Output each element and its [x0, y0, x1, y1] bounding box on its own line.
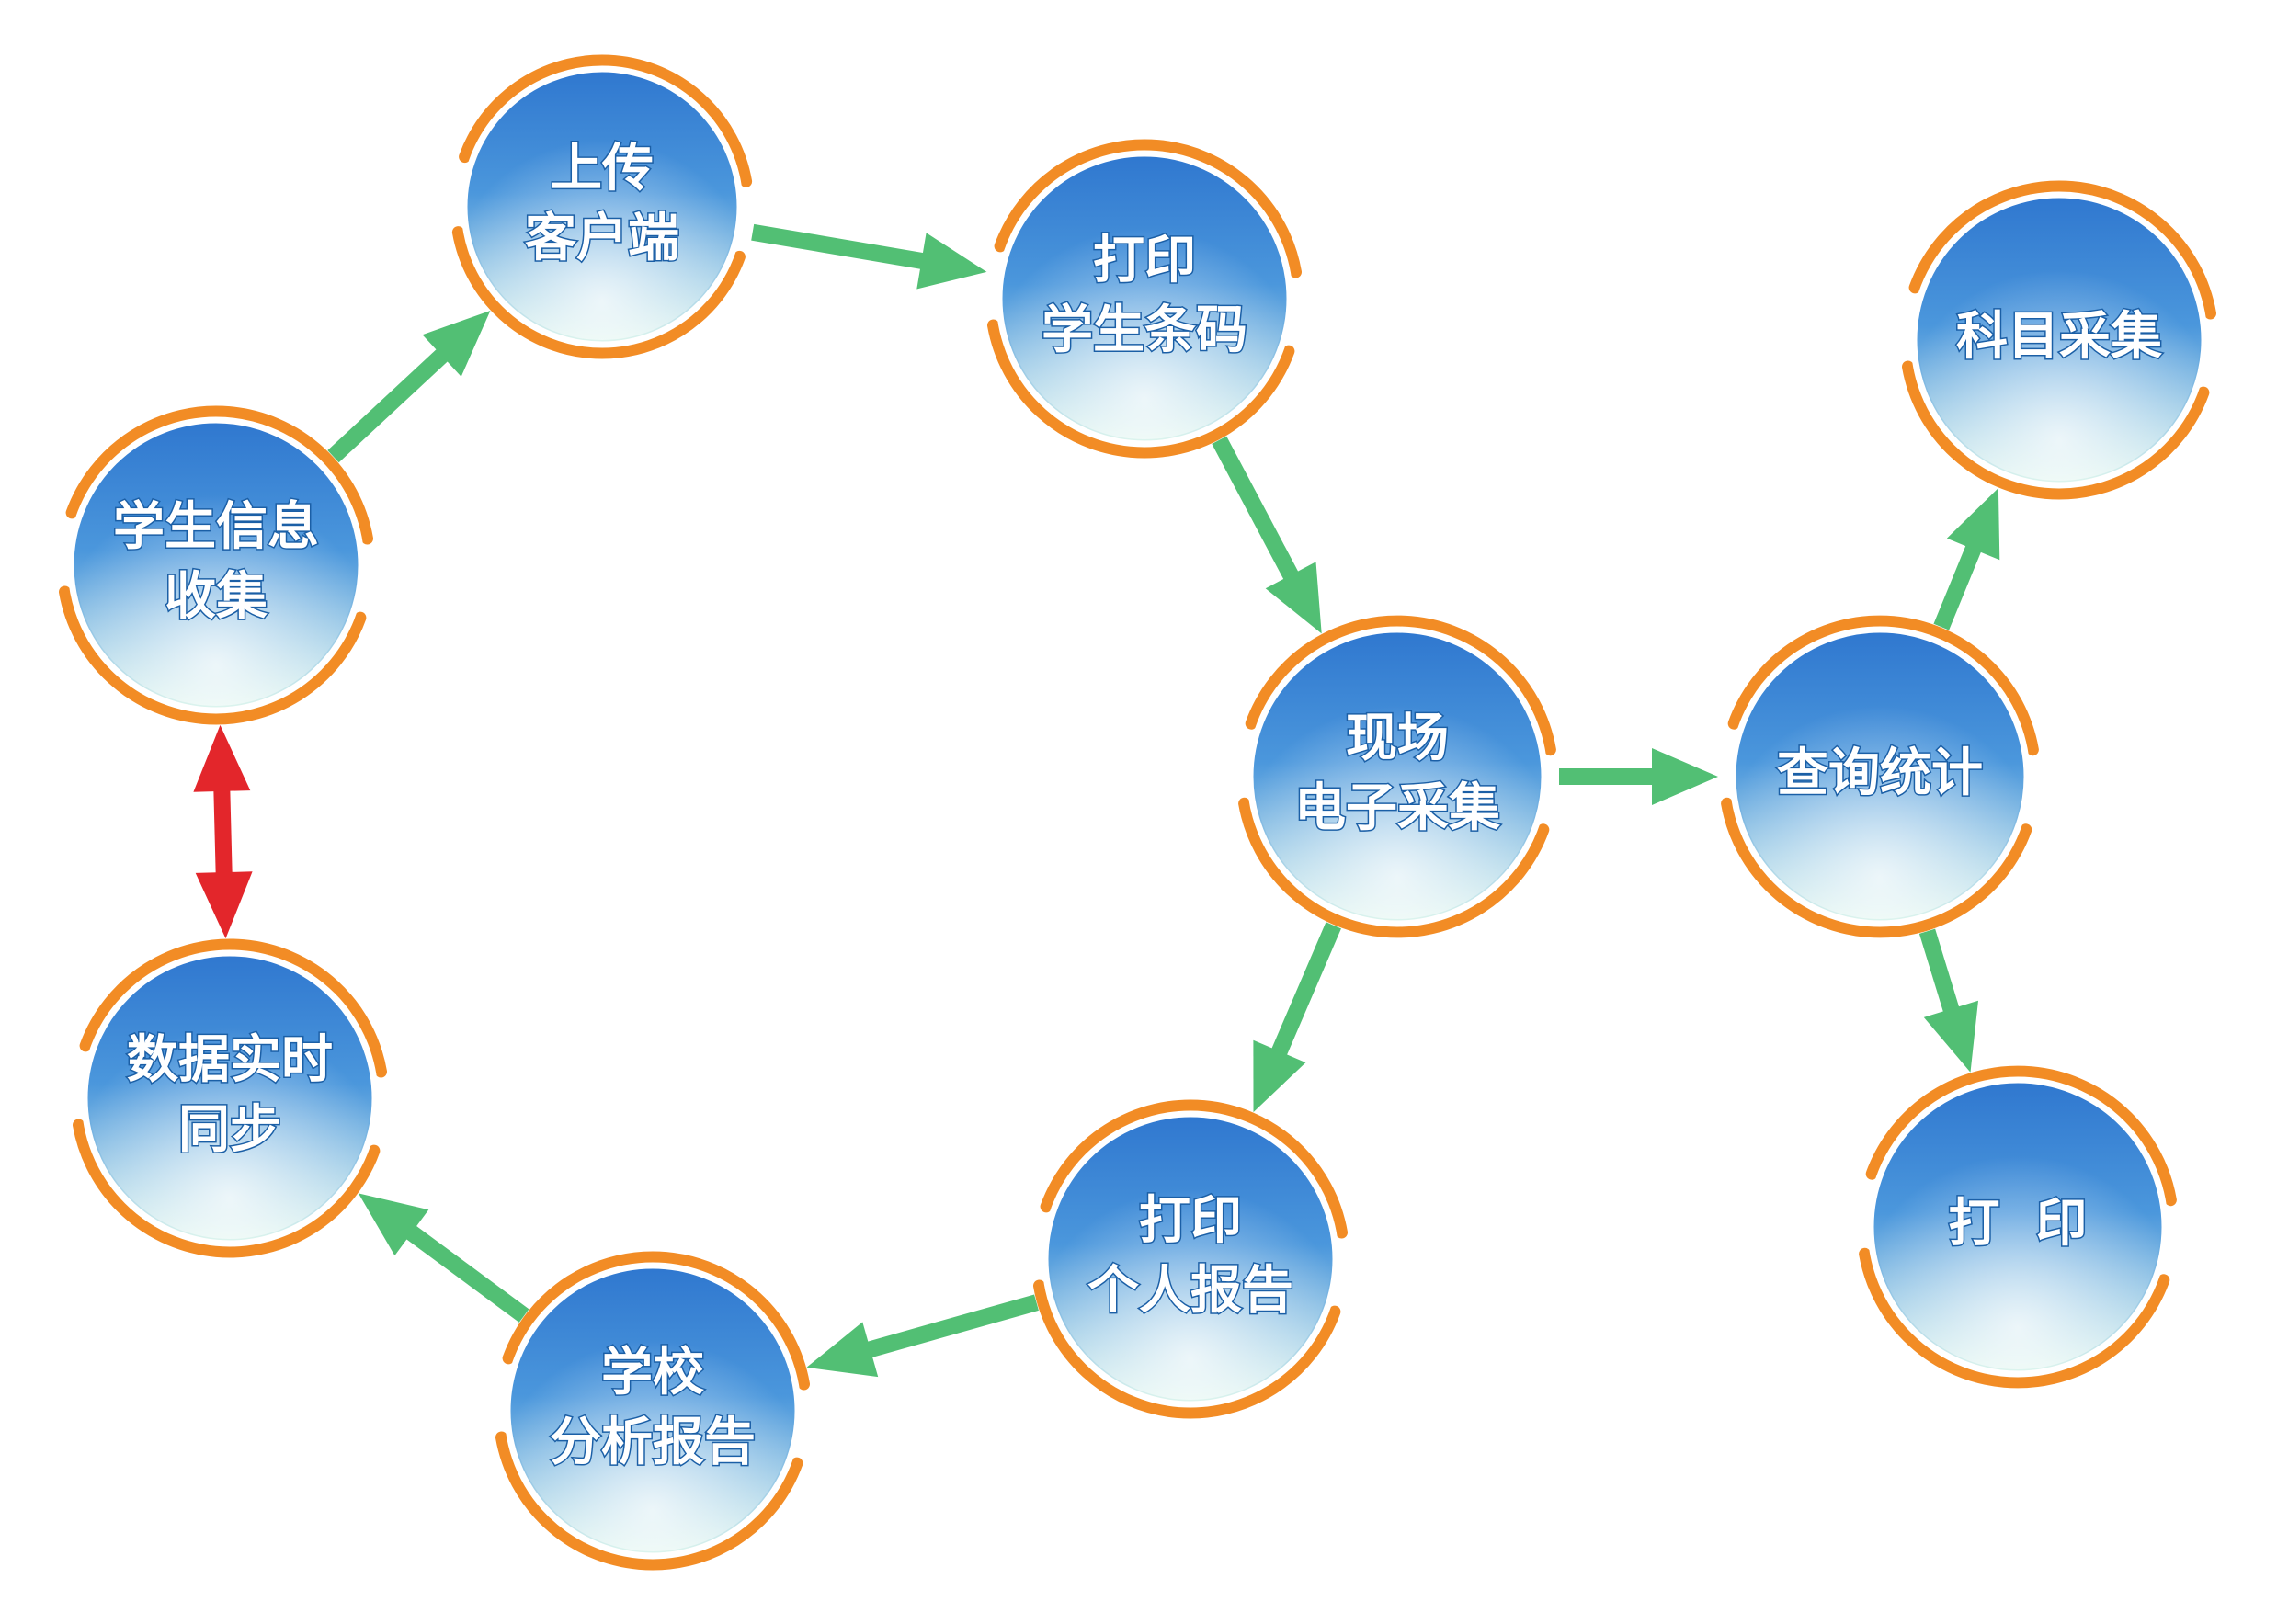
- node-query-stats[interactable]: 查询统计: [1721, 615, 2039, 938]
- arrow-head: [1923, 1000, 1978, 1073]
- arrow-head: [1652, 748, 1718, 805]
- node-label: 电子采集: [1294, 778, 1500, 838]
- node-label: 客户端: [525, 209, 679, 268]
- arrow-head: [1253, 1039, 1306, 1113]
- arrow-shaft: [327, 340, 458, 463]
- node-data-sync[interactable]: 数据实时 同步: [73, 938, 387, 1258]
- arrow-head: [358, 1193, 429, 1256]
- arrow-print-barcode-to-onsite-collect: [1212, 436, 1322, 634]
- arrow-school-report-to-data-sync: [358, 1193, 529, 1323]
- node-label: 打印: [1139, 1191, 1242, 1251]
- node-label: 科目采集: [1956, 307, 2162, 367]
- arrow-shaft: [855, 1294, 1039, 1361]
- arrow-upload-to-print-barcode: [751, 223, 987, 290]
- node-print-barcode[interactable]: 打印 学生条码: [987, 139, 1302, 459]
- arrow-head: [193, 724, 251, 792]
- arrow-query-stats-to-print: [1918, 928, 1978, 1073]
- arrow-head: [422, 311, 491, 377]
- arrow-shaft: [1933, 533, 1987, 630]
- arrow-shaft: [395, 1218, 529, 1323]
- edges: [193, 223, 2000, 1378]
- node-upload[interactable]: 上传 客户端: [451, 54, 753, 359]
- arrow-head: [195, 871, 253, 939]
- node-label: 学生信息: [113, 497, 319, 557]
- arrow-print-report-to-school-report: [806, 1294, 1039, 1378]
- node-label: 个人报告: [1087, 1261, 1293, 1321]
- arrow-data-sync-to-student-info: [193, 724, 253, 939]
- arrow-head: [916, 233, 987, 290]
- node-label: 收集: [165, 567, 268, 627]
- node-onsite-collect[interactable]: 现场 电子采集: [1238, 615, 1556, 938]
- arrow-query-stats-to-subject-collect: [1933, 488, 2000, 630]
- node-label: 上传: [551, 139, 654, 199]
- arrow-shaft: [213, 778, 233, 886]
- arrow-shaft: [1266, 922, 1341, 1067]
- arrow-shaft: [1212, 436, 1304, 591]
- node-label: 打印: [1093, 231, 1196, 290]
- node-label: 现场: [1346, 709, 1449, 768]
- node-label: 查询统计: [1777, 744, 1983, 803]
- arrow-head: [1946, 488, 2000, 561]
- node-label: 数据实时: [127, 1030, 333, 1090]
- node-print[interactable]: 打 印: [1859, 1065, 2177, 1389]
- arrow-head: [1265, 562, 1322, 634]
- node-label: 同步: [178, 1100, 281, 1160]
- arrow-shaft: [1918, 928, 1964, 1025]
- arrow-onsite-collect-to-query-stats: [1559, 748, 1718, 805]
- arrow-onsite-collect-to-print-report: [1253, 922, 1341, 1113]
- node-school-report[interactable]: 学校 分析报告: [495, 1251, 810, 1571]
- arrow-student-info-to-upload: [327, 311, 491, 463]
- arrow-shaft: [751, 223, 937, 272]
- arrow-head: [806, 1322, 879, 1378]
- node-label: 学生条码: [1042, 301, 1247, 360]
- node-subject-collect[interactable]: 科目采集: [1902, 180, 2216, 500]
- node-label: 学校: [601, 1343, 704, 1403]
- node-label: 分析报告: [550, 1413, 756, 1472]
- node-print-report[interactable]: 打印 个人报告: [1033, 1099, 1348, 1419]
- node-student-info[interactable]: 学生信息 收集: [59, 405, 373, 725]
- node-label: 打 印: [1949, 1194, 2088, 1254]
